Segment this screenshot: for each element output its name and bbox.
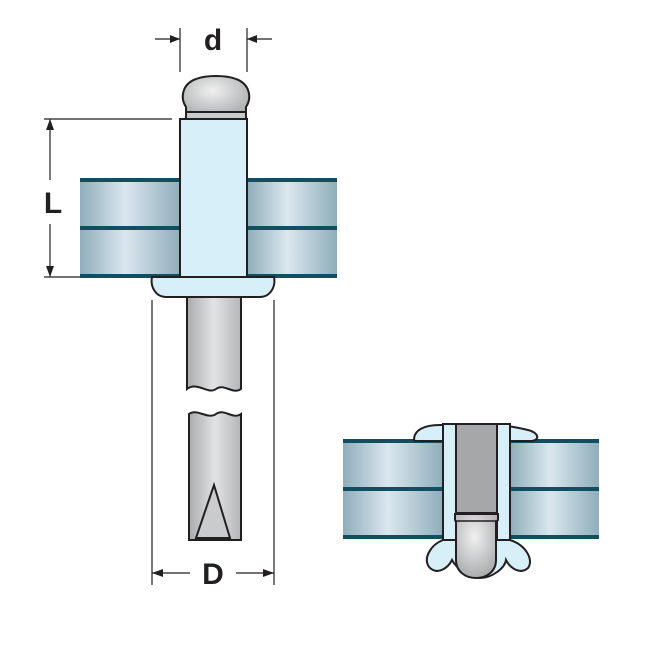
mandrel-head xyxy=(181,75,251,119)
rivet-after-setting xyxy=(343,423,599,580)
set-mandrel-remnant xyxy=(455,423,498,514)
rivet-sleeve xyxy=(179,118,248,278)
dimension-l: L xyxy=(44,118,172,278)
set-mandrel-head xyxy=(454,513,499,580)
material-sheets-left xyxy=(80,178,337,278)
dimension-D-label: D xyxy=(202,558,224,591)
dimension-d-label: d xyxy=(204,24,222,57)
set-rivet-sleeve-left xyxy=(442,423,457,543)
set-rivet-sleeve-right xyxy=(496,423,511,543)
material-sheets-right xyxy=(343,439,599,539)
dimension-l-label: L xyxy=(44,187,62,220)
dimension-D: D xyxy=(151,300,275,591)
rivet-before-setting xyxy=(80,75,337,541)
dimension-d: d xyxy=(155,24,272,72)
mandrel-break-notch xyxy=(194,481,232,539)
mandrel-stem-upper xyxy=(186,296,242,392)
rivet-flange-head xyxy=(150,276,276,298)
mandrel-stem-lower xyxy=(188,411,242,541)
